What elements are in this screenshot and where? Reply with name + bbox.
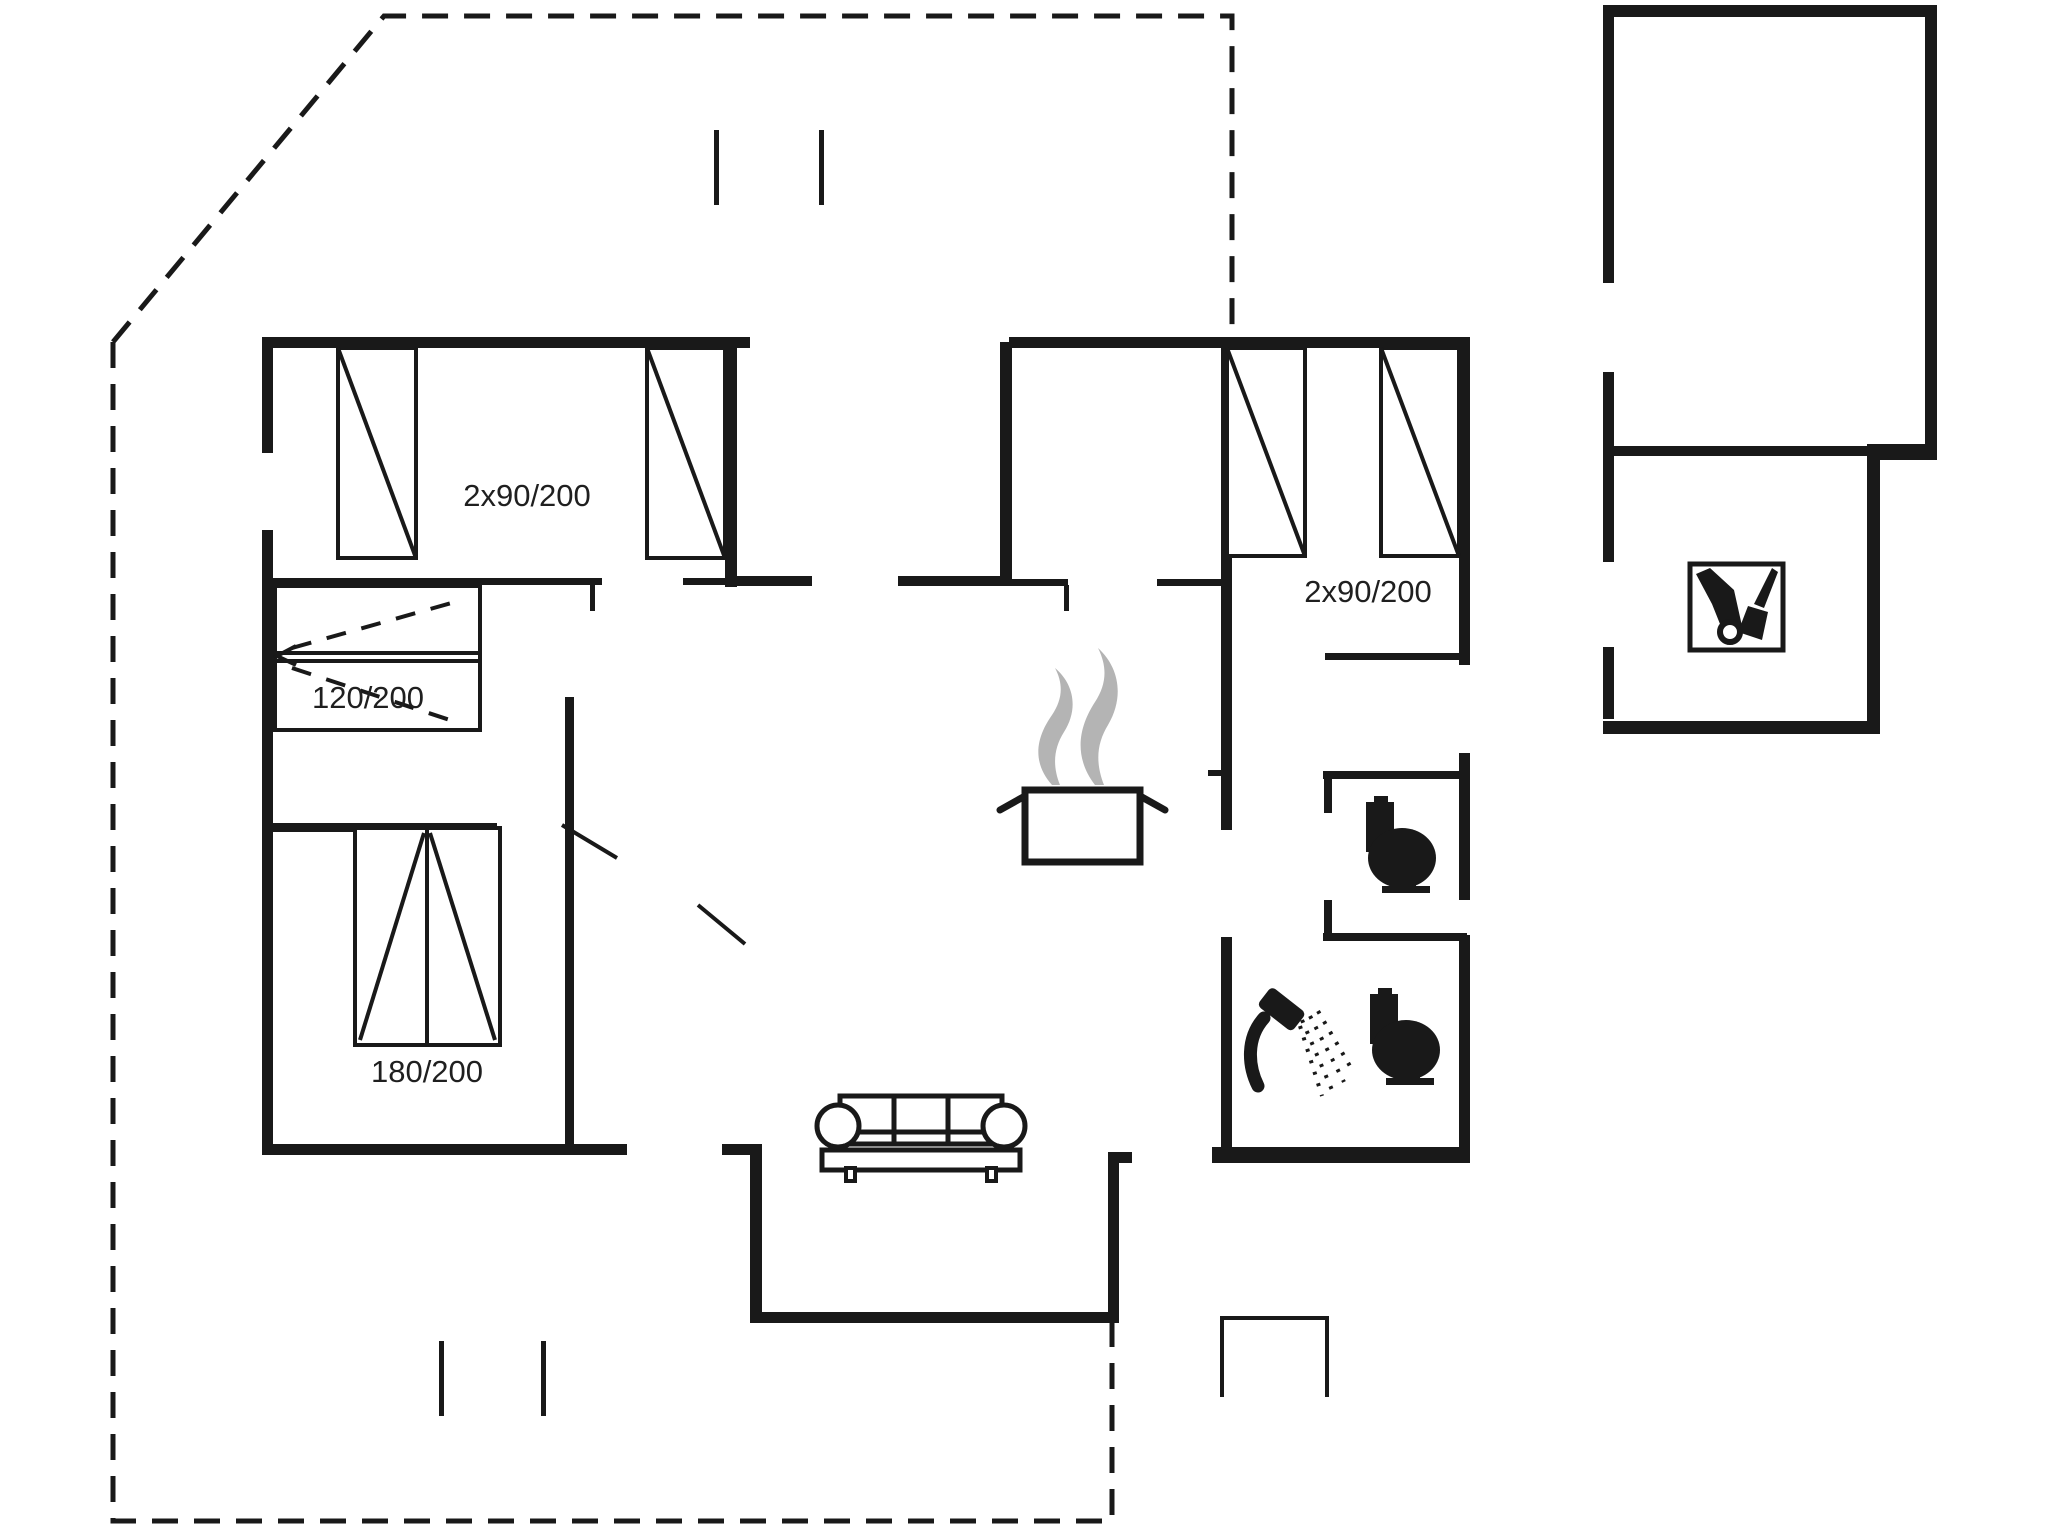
double-bed: [353, 826, 502, 1047]
wall-segment: [756, 1312, 1110, 1323]
wall-segment: [1012, 579, 1068, 586]
door-leaf: [560, 823, 619, 860]
bed-single: [1225, 346, 1307, 558]
wall-segment: [262, 337, 750, 348]
door-leaf: [696, 903, 747, 946]
wall-segment: [262, 1144, 627, 1155]
wall-segment: [1603, 5, 1614, 283]
exterior-walls: [262, 337, 1470, 1323]
opening-tick: [439, 1341, 444, 1416]
terrace-outline-top: [111, 13, 1235, 344]
wall-segment: [1459, 753, 1470, 900]
wall-segment: [1000, 342, 1012, 585]
entrance-step: [1220, 1316, 1329, 1397]
wall-segment: [1009, 337, 1470, 348]
wall-segment: [1867, 446, 1880, 734]
wall-segment: [262, 337, 273, 453]
terrace-outline-left-bottom: [110, 342, 1115, 1524]
wall-segment: [1609, 446, 1877, 456]
toilet-icon: [1366, 796, 1436, 893]
doors: [560, 823, 747, 946]
wall-segment: [725, 342, 737, 587]
wall-segment: [898, 576, 1012, 586]
door-jamb: [1064, 585, 1069, 611]
wall-segment: [1324, 900, 1332, 940]
bed-size-label: 120/200: [312, 680, 424, 715]
terrace-boundary: [110, 13, 1235, 1524]
bunk-bed: [272, 584, 482, 732]
wall-segment: [722, 1144, 762, 1155]
door-jamb: [590, 585, 595, 611]
opening-tick: [714, 130, 719, 205]
bed-size-label: 2x90/200: [1304, 574, 1432, 609]
wall-segment: [1325, 653, 1467, 660]
shower-icon: [1243, 988, 1356, 1097]
wall-segment: [1324, 771, 1332, 813]
bed-size-label: 2x90/200: [463, 478, 591, 513]
door-jambs: [590, 585, 1224, 776]
cooking-pot-steam-icon: [996, 648, 1169, 866]
sofa-icon: [814, 1093, 1028, 1183]
wall-segment: [1459, 337, 1470, 665]
bunk-arrow: [272, 644, 297, 667]
wall-segment: [1867, 444, 1937, 460]
bed-single: [645, 346, 727, 560]
door-jamb: [1208, 770, 1224, 776]
interior-walls: [267, 342, 1467, 1150]
cleaning-tools-icon: [1687, 561, 1786, 653]
toilet-icon: [1370, 988, 1440, 1085]
wall-segment: [1212, 1147, 1467, 1163]
wall-segment: [1221, 937, 1232, 1150]
wall-segment: [1603, 721, 1880, 734]
wall-segment: [1603, 647, 1614, 719]
wall-segment: [1108, 1152, 1132, 1163]
wall-segment: [683, 578, 725, 585]
wall-segment: [1323, 933, 1467, 941]
wall-segment: [565, 697, 574, 1150]
wall-segment: [1323, 771, 1467, 779]
beds: [272, 346, 1461, 1047]
wall-segment: [1925, 5, 1937, 460]
opening-tick: [541, 1341, 546, 1416]
wall-segment: [1157, 579, 1228, 586]
annex-building: [1603, 5, 1937, 734]
terrace-opening-marks: [439, 130, 824, 1416]
wall-segment: [1603, 5, 1937, 17]
bed-single: [1379, 346, 1461, 558]
wall-segment: [262, 530, 273, 1155]
wall-segment: [737, 576, 812, 586]
wall-segment: [1459, 935, 1470, 1163]
wall-segment: [267, 578, 602, 585]
wall-segment: [1603, 372, 1614, 562]
wall-segment: [750, 1144, 762, 1323]
wall-segment: [1108, 1152, 1119, 1323]
bed-labels: 2x90/200 120/200 180/200 2x90/200: [312, 478, 1432, 1089]
bed-single: [336, 346, 418, 560]
bed-size-label: 180/200: [371, 1054, 483, 1089]
opening-tick: [819, 130, 824, 205]
bathroom-icons: [1243, 988, 1440, 1097]
